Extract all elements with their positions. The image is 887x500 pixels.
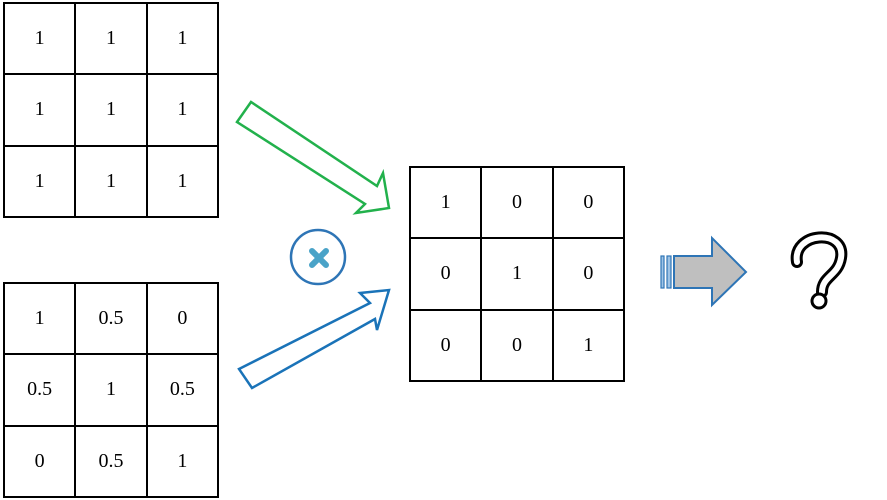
matrix-cell: 1: [5, 146, 77, 218]
multiply-icon: [289, 228, 347, 286]
matrix-cell: 1: [5, 75, 77, 147]
matrix-cell: 1: [5, 284, 77, 356]
blue-arrow: [237, 288, 391, 390]
matrix-cell: 0.5: [76, 426, 148, 498]
matrix-cell: 1: [76, 355, 148, 427]
matrix-cell: 1: [553, 310, 625, 382]
matrix-cell: 1: [147, 75, 219, 147]
matrix-top: 1 1 1 1 1 1 1 1 1: [3, 2, 219, 218]
matrix-cell: 1: [76, 4, 148, 76]
matrix-bottom: 1 0.5 0 0.5 1 0.5 0 0.5 1: [3, 282, 219, 498]
matrix-cell: 1: [147, 426, 219, 498]
matrix-result: 1 0 0 0 1 0 0 0 1: [409, 166, 625, 382]
right-arrow-icon: [660, 235, 748, 308]
matrix-cell: 0.5: [76, 284, 148, 356]
matrix-cell: 0: [482, 310, 554, 382]
matrix-cell: 0: [553, 168, 625, 240]
matrix-cell: 1: [411, 168, 483, 240]
matrix-cell: 0.5: [5, 355, 77, 427]
matrix-cell: 0: [411, 310, 483, 382]
matrix-cell: 0: [5, 426, 77, 498]
matrix-cell: 0: [482, 168, 554, 240]
matrix-cell: 1: [147, 146, 219, 218]
question-mark-icon: [790, 231, 848, 310]
matrix-cell: 1: [76, 146, 148, 218]
matrix-cell: 1: [147, 4, 219, 76]
matrix-cell: 0.5: [147, 355, 219, 427]
green-arrow: [235, 100, 391, 215]
matrix-cell: 0: [553, 239, 625, 311]
matrix-cell: 1: [482, 239, 554, 311]
matrix-cell: 1: [5, 4, 77, 76]
matrix-cell: 0: [411, 239, 483, 311]
matrix-cell: 1: [76, 75, 148, 147]
matrix-cell: 0: [147, 284, 219, 356]
